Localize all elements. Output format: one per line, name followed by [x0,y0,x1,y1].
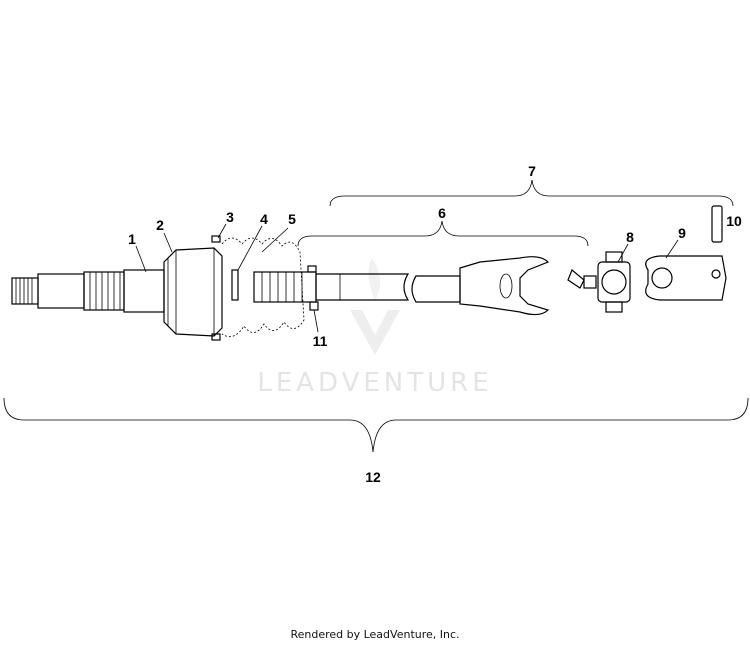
yoke [645,255,727,301]
cv-joint-housing [163,247,223,337]
bracket-6 [297,220,589,247]
inner-shaft [253,265,319,311]
callout-7: 7 [528,163,536,179]
callouts: 1 2 3 4 5 6 7 8 9 10 11 12 [128,163,742,485]
roll-pin [711,205,723,243]
bracket-12 [3,397,749,453]
callout-3: 3 [226,209,234,225]
watermark-text: LEADVENTURE [257,368,492,398]
bracket-7 [329,179,734,207]
callout-2: 2 [156,217,164,233]
retaining-ring-4 [231,269,239,301]
bolt-11 [309,301,319,311]
callout-9: 9 [678,225,686,241]
callout-6: 6 [438,205,446,221]
footer-credit: Rendered by LeadVenture, Inc. [290,628,460,641]
u-joint-cross [567,251,631,313]
leader-lines [135,223,679,333]
callout-10: 10 [726,213,742,229]
cv-boot [221,237,305,338]
stub-shaft [11,269,165,313]
slip-yoke-tube [315,256,550,316]
callout-12: 12 [365,469,381,485]
callout-11: 11 [313,333,328,349]
callout-8: 8 [626,229,634,245]
callout-4: 4 [260,211,268,227]
watermark-logo [350,258,400,355]
clamp-3-bottom [211,333,221,341]
callout-5: 5 [288,211,296,227]
clamp-3-top [211,235,221,243]
callout-1: 1 [128,231,136,247]
